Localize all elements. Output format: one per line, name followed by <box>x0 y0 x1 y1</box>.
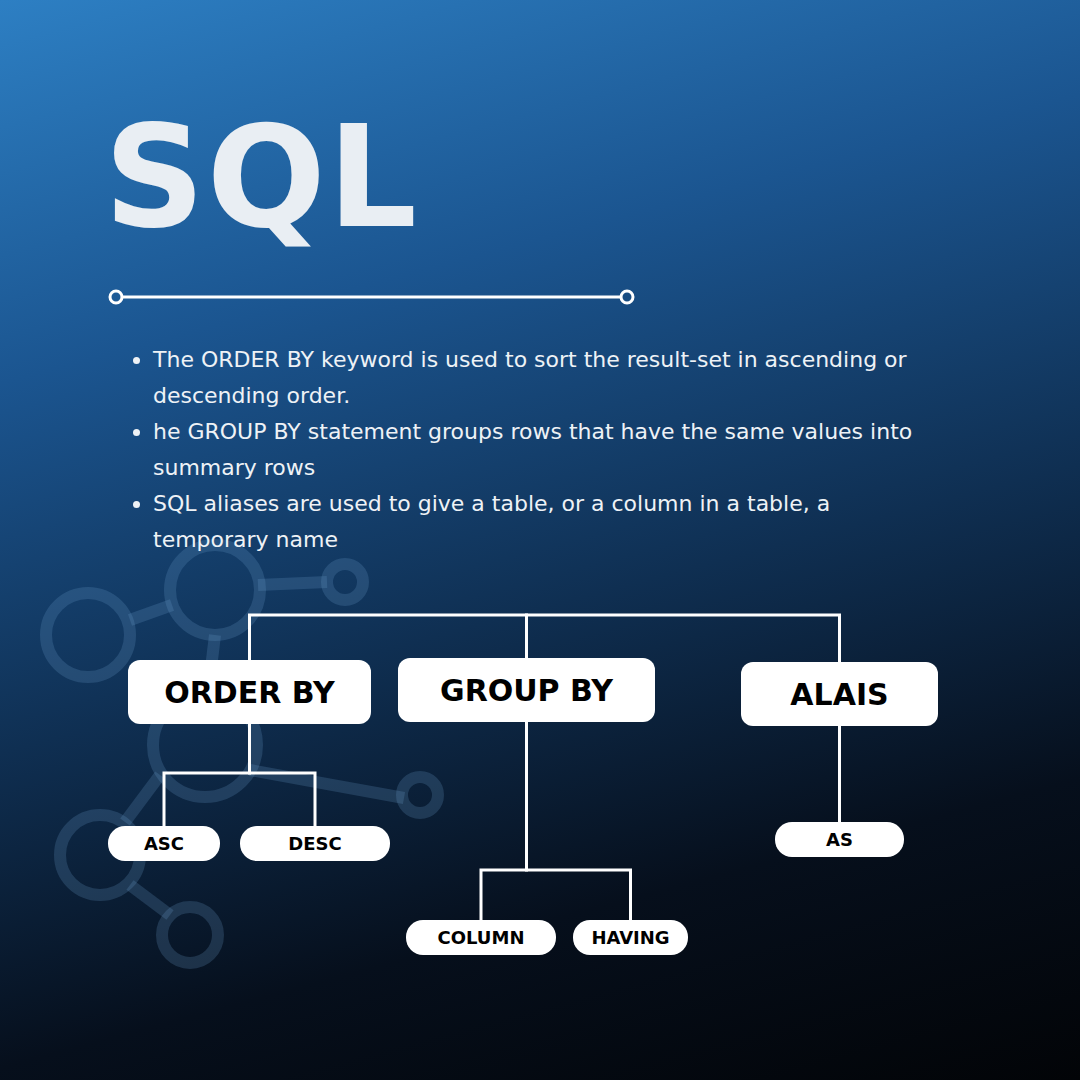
bullet-text: SQL aliases are used to give a table, or… <box>153 491 830 552</box>
option-pill: HAVING <box>573 920 688 955</box>
tree-connector <box>481 722 527 920</box>
title: SQL <box>104 108 419 248</box>
tree-connector <box>250 615 527 660</box>
tree-connector <box>527 615 840 662</box>
option-pill: DESC <box>240 826 390 861</box>
tree-connector <box>164 724 250 826</box>
category-box: ALAIS <box>741 662 938 726</box>
option-pill: AS <box>775 822 904 857</box>
bullet-item: he GROUP BY statement groups rows that h… <box>153 414 923 486</box>
category-box: GROUP BY <box>398 658 655 722</box>
node-label: ASC <box>144 833 184 854</box>
node-label: ALAIS <box>790 677 888 712</box>
bullet-text: he GROUP BY statement groups rows that h… <box>153 419 912 480</box>
category-box: ORDER BY <box>128 660 371 724</box>
tree-connector <box>250 724 316 826</box>
node-label: AS <box>826 829 853 850</box>
tree-connector <box>838 726 841 822</box>
bullet-text: The ORDER BY keyword is used to sort the… <box>153 347 907 408</box>
option-pill: COLUMN <box>406 920 556 955</box>
node-label: DESC <box>288 833 341 854</box>
bullet-list: The ORDER BY keyword is used to sort the… <box>130 342 923 558</box>
option-pill: ASC <box>108 826 220 861</box>
bullet-item: SQL aliases are used to give a table, or… <box>153 486 923 558</box>
node-label: HAVING <box>591 927 669 948</box>
node-label: GROUP BY <box>440 673 613 708</box>
node-label: COLUMN <box>438 927 525 948</box>
node-label: ORDER BY <box>164 675 335 710</box>
bullet-item: The ORDER BY keyword is used to sort the… <box>153 342 923 414</box>
tree-connector <box>527 722 631 920</box>
